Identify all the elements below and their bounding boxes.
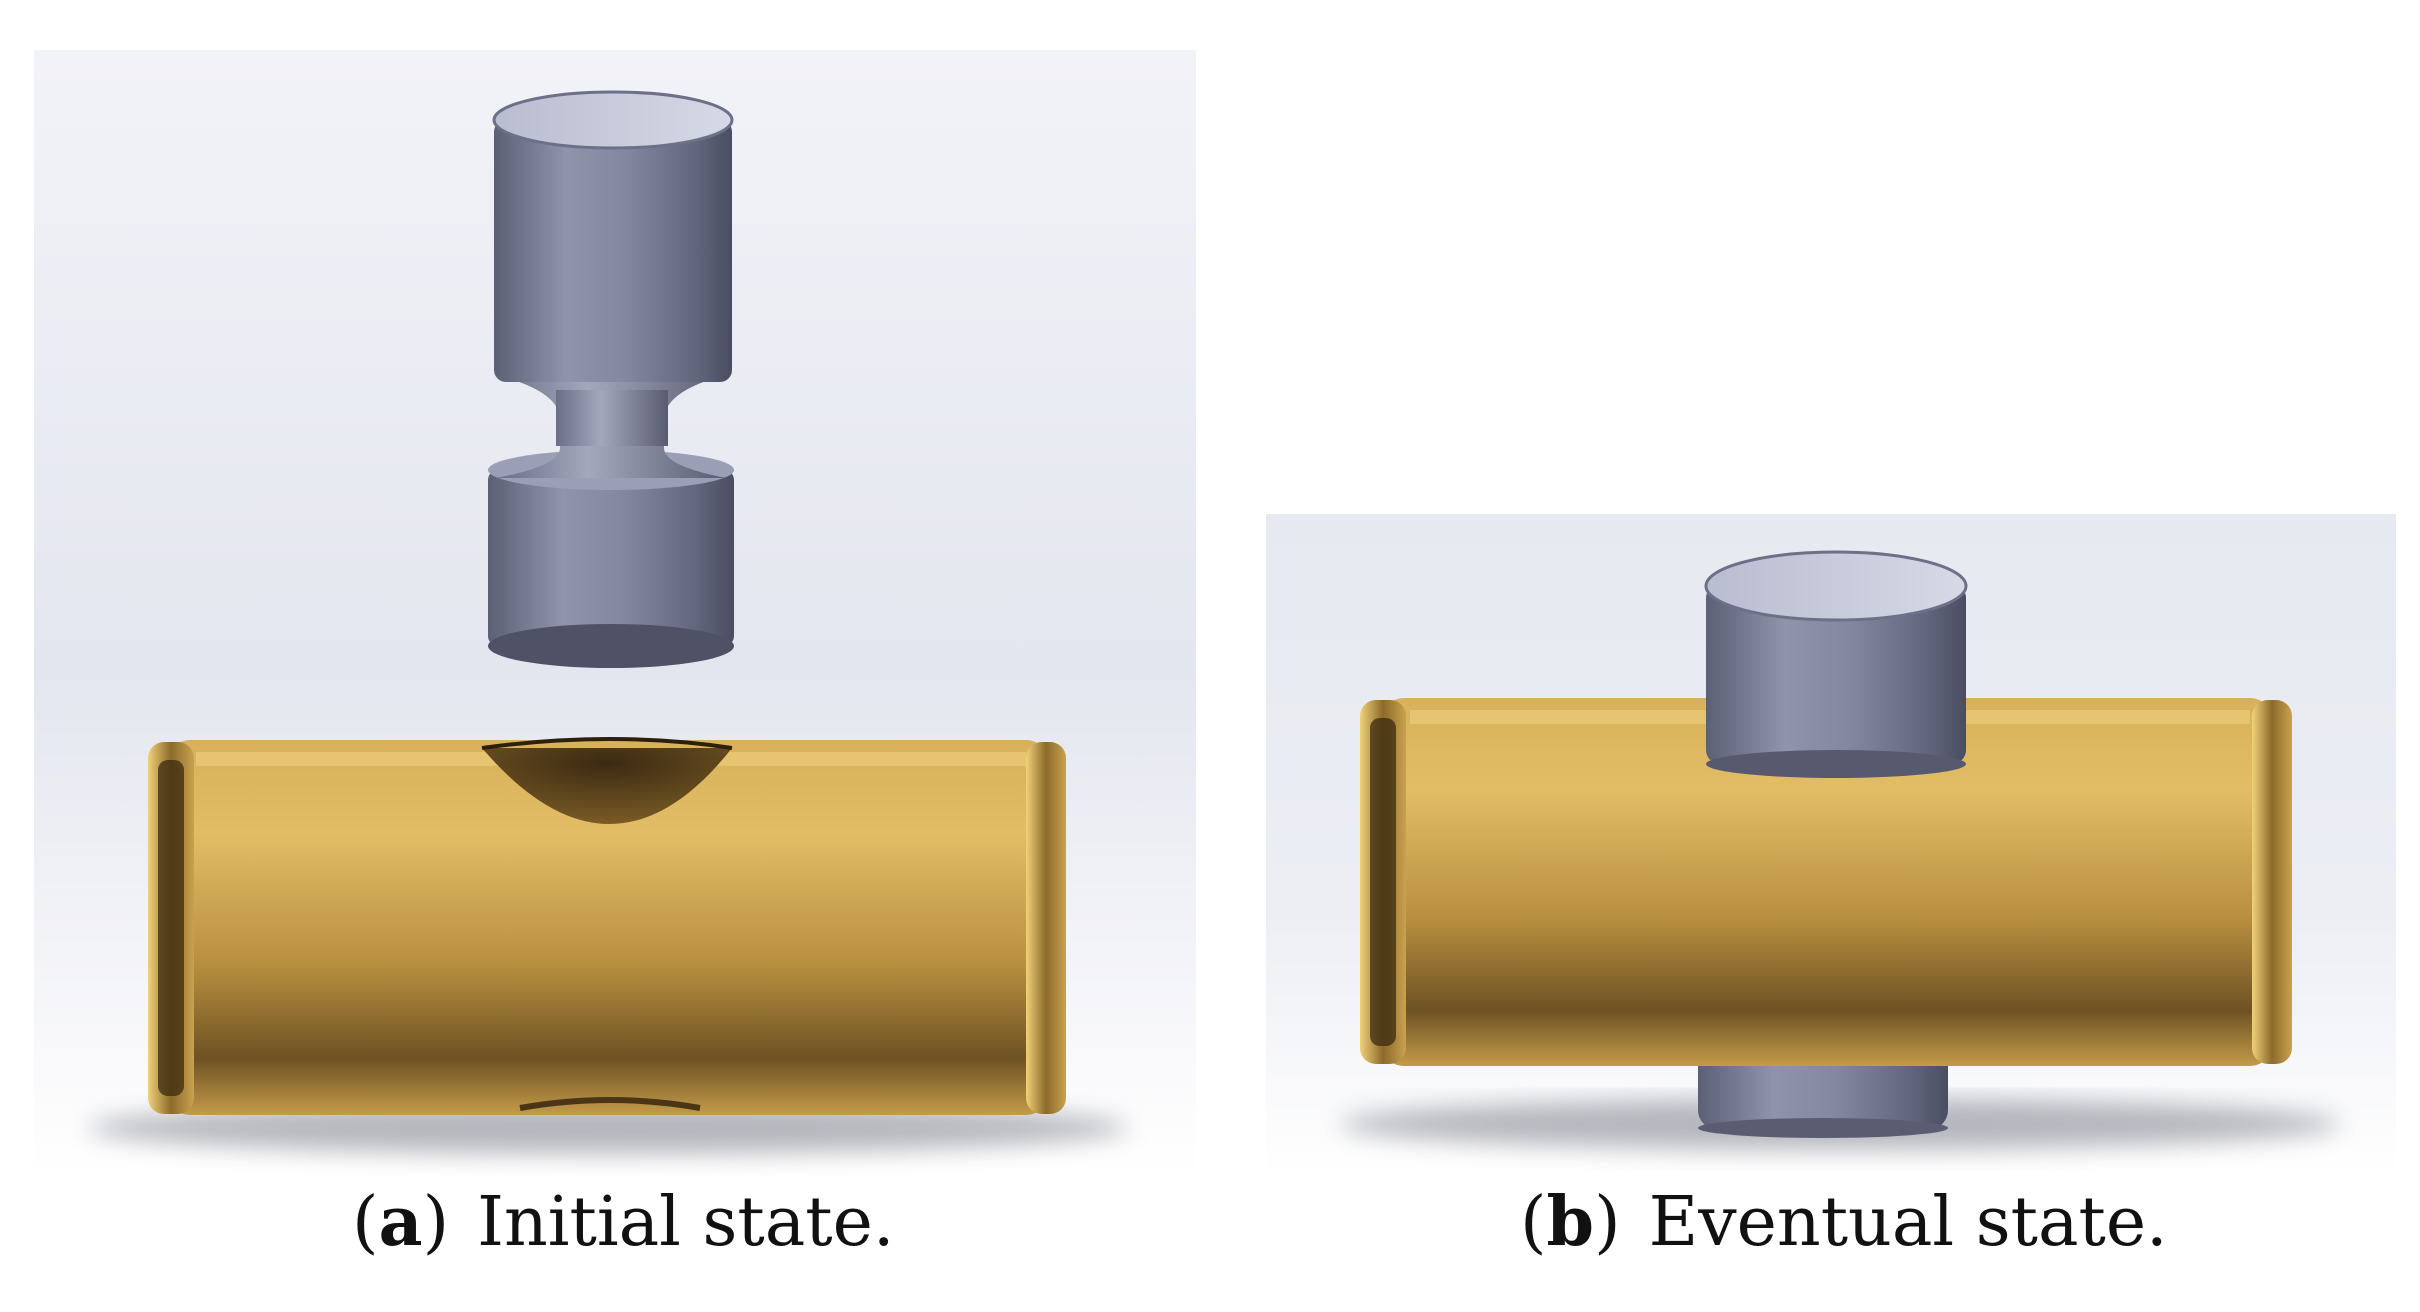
- caption-b: (b)Eventual state.: [1520, 1182, 2168, 1262]
- caption-a: (a)Initial state.: [352, 1182, 895, 1262]
- caption-a-letter: a: [378, 1182, 423, 1262]
- panel-b: [1266, 514, 2396, 1176]
- panel-a: [34, 50, 1196, 1176]
- caption-b-letter: b: [1546, 1182, 1595, 1262]
- caption-b-text: Eventual state.: [1648, 1183, 2168, 1262]
- caption-a-text: Initial state.: [477, 1183, 895, 1262]
- brass-tube-a: [148, 737, 1066, 1115]
- brass-tube-b: [1360, 698, 2292, 1066]
- steel-pin-a: [488, 90, 734, 668]
- steel-pin-b-top: [1704, 550, 1968, 778]
